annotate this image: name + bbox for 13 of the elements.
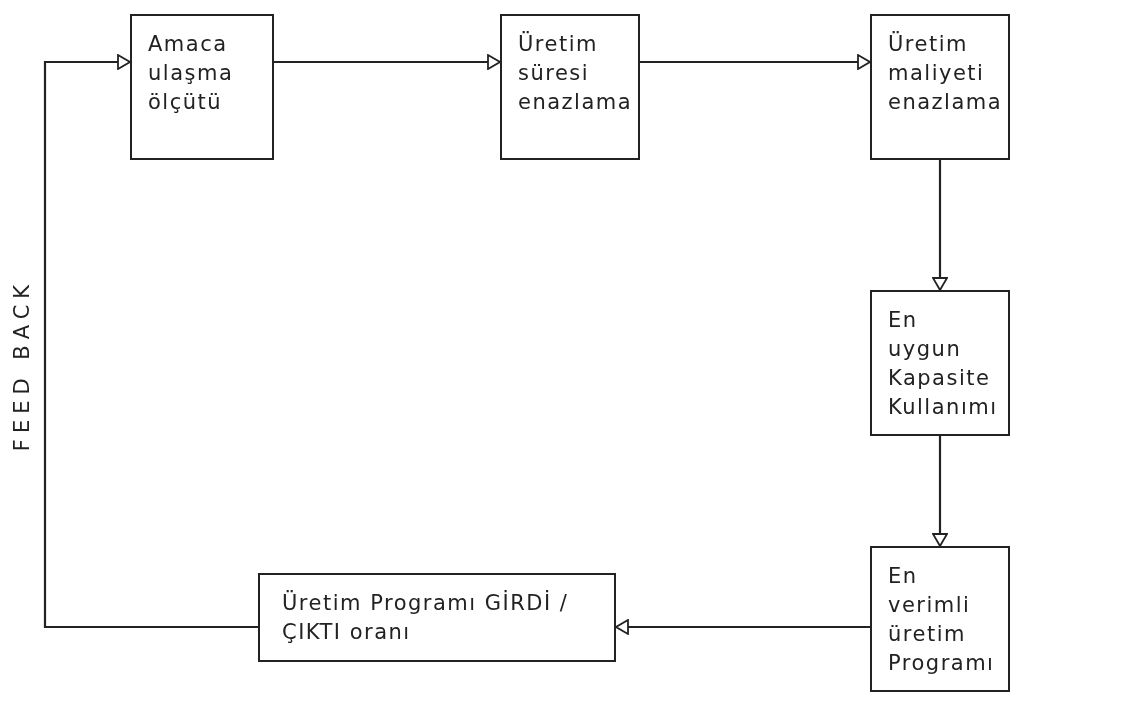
arrow [640,54,871,70]
process-box: Üretim süresi enazlama [500,14,640,160]
process-box: En uygun Kapasite Kullanımı [870,290,1010,436]
arrow [615,619,870,635]
arrow [932,160,948,291]
arrow [932,436,948,547]
arrow [43,54,258,629]
arrow [274,54,501,70]
process-box: Üretim Programı GİRDİ / ÇIKTI oranı [258,573,616,662]
edge-label: FEED BACK [10,278,35,452]
process-box: Üretim maliyeti enazlama [870,14,1010,160]
process-box: En verimli üretim Programı [870,546,1010,692]
process-box: Amaca ulaşma ölçütü [130,14,274,160]
